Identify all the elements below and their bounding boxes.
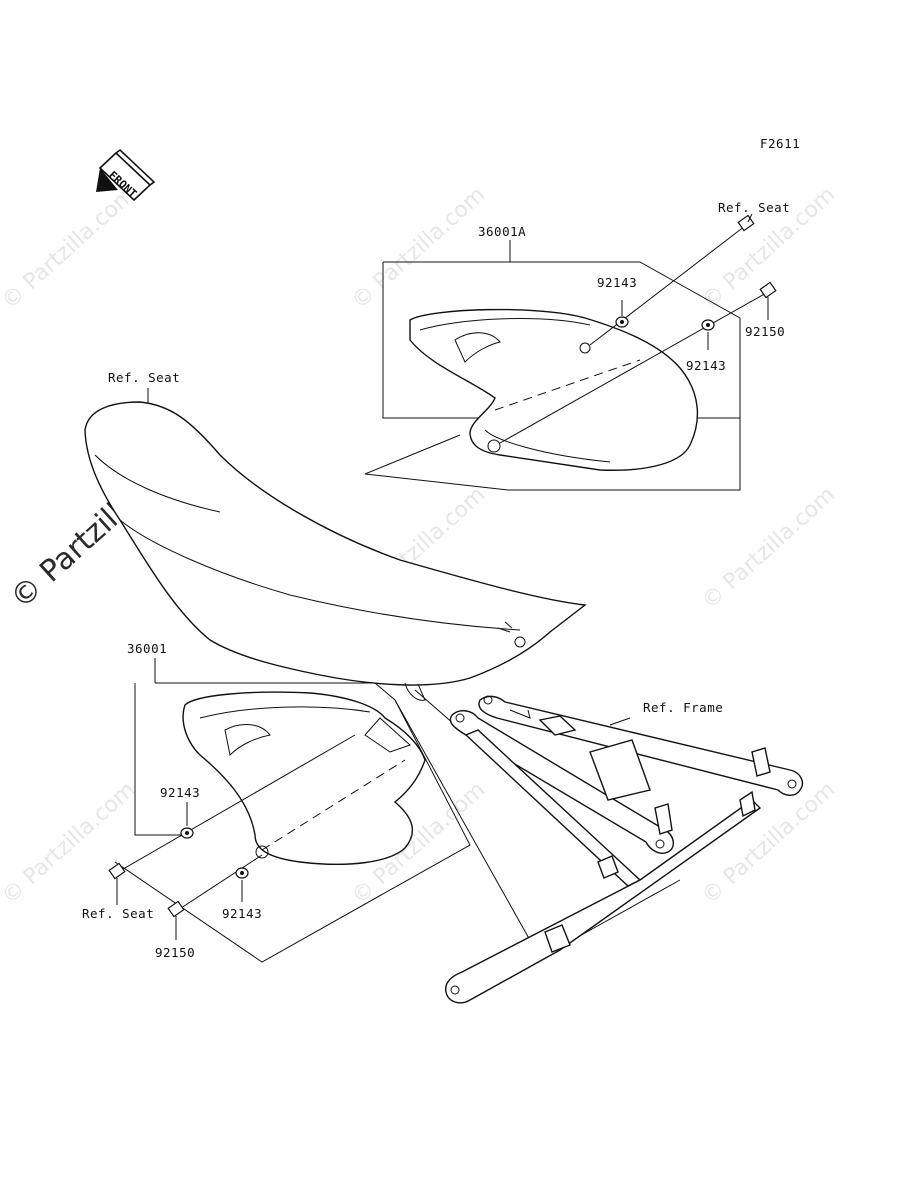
bolt-icon [737,214,755,232]
label-92143-top-b: 92143 [686,358,726,373]
nut-icon [180,827,194,839]
label-92150-top: 92150 [745,324,785,339]
seat [84,401,587,701]
label-36001a: 36001A [478,224,526,239]
watermark-layer: © Partzilla.com © Partzilla.com © Partzi… [0,182,840,909]
nut-icon [235,867,249,879]
rear-frame [445,695,804,1004]
front-arrow-icon: FRONT [96,148,156,202]
watermark: © Partzilla.com [347,182,490,314]
watermark: © Partzilla.com [0,777,140,909]
watermark: © Partzilla.com [0,182,140,314]
label-ref-seat-main: Ref. Seat [108,370,180,385]
watermark: © Partzilla.com [697,482,840,614]
watermark: © Partzilla.com [697,777,840,909]
bolt-icon [759,281,777,299]
label-ref-seat-top: Ref. Seat [718,200,790,215]
callout-box-36001 [114,682,471,963]
nut-icon [615,316,629,328]
bolt-icon [167,900,185,918]
label-92150-bottom: 92150 [155,945,195,960]
label-92143-top-a: 92143 [597,275,637,290]
label-92143-bottom-a: 92143 [160,785,200,800]
label-92143-bottom-b: 92143 [222,906,262,921]
bolt-icon [108,862,126,880]
label-ref-frame: Ref. Frame [643,700,723,715]
label-ref-seat-bottom: Ref. Seat [82,906,154,921]
label-36001: 36001 [127,641,167,656]
nut-icon [701,319,715,331]
side-cover-left [182,691,426,866]
figure-code: F2611 [760,136,800,151]
